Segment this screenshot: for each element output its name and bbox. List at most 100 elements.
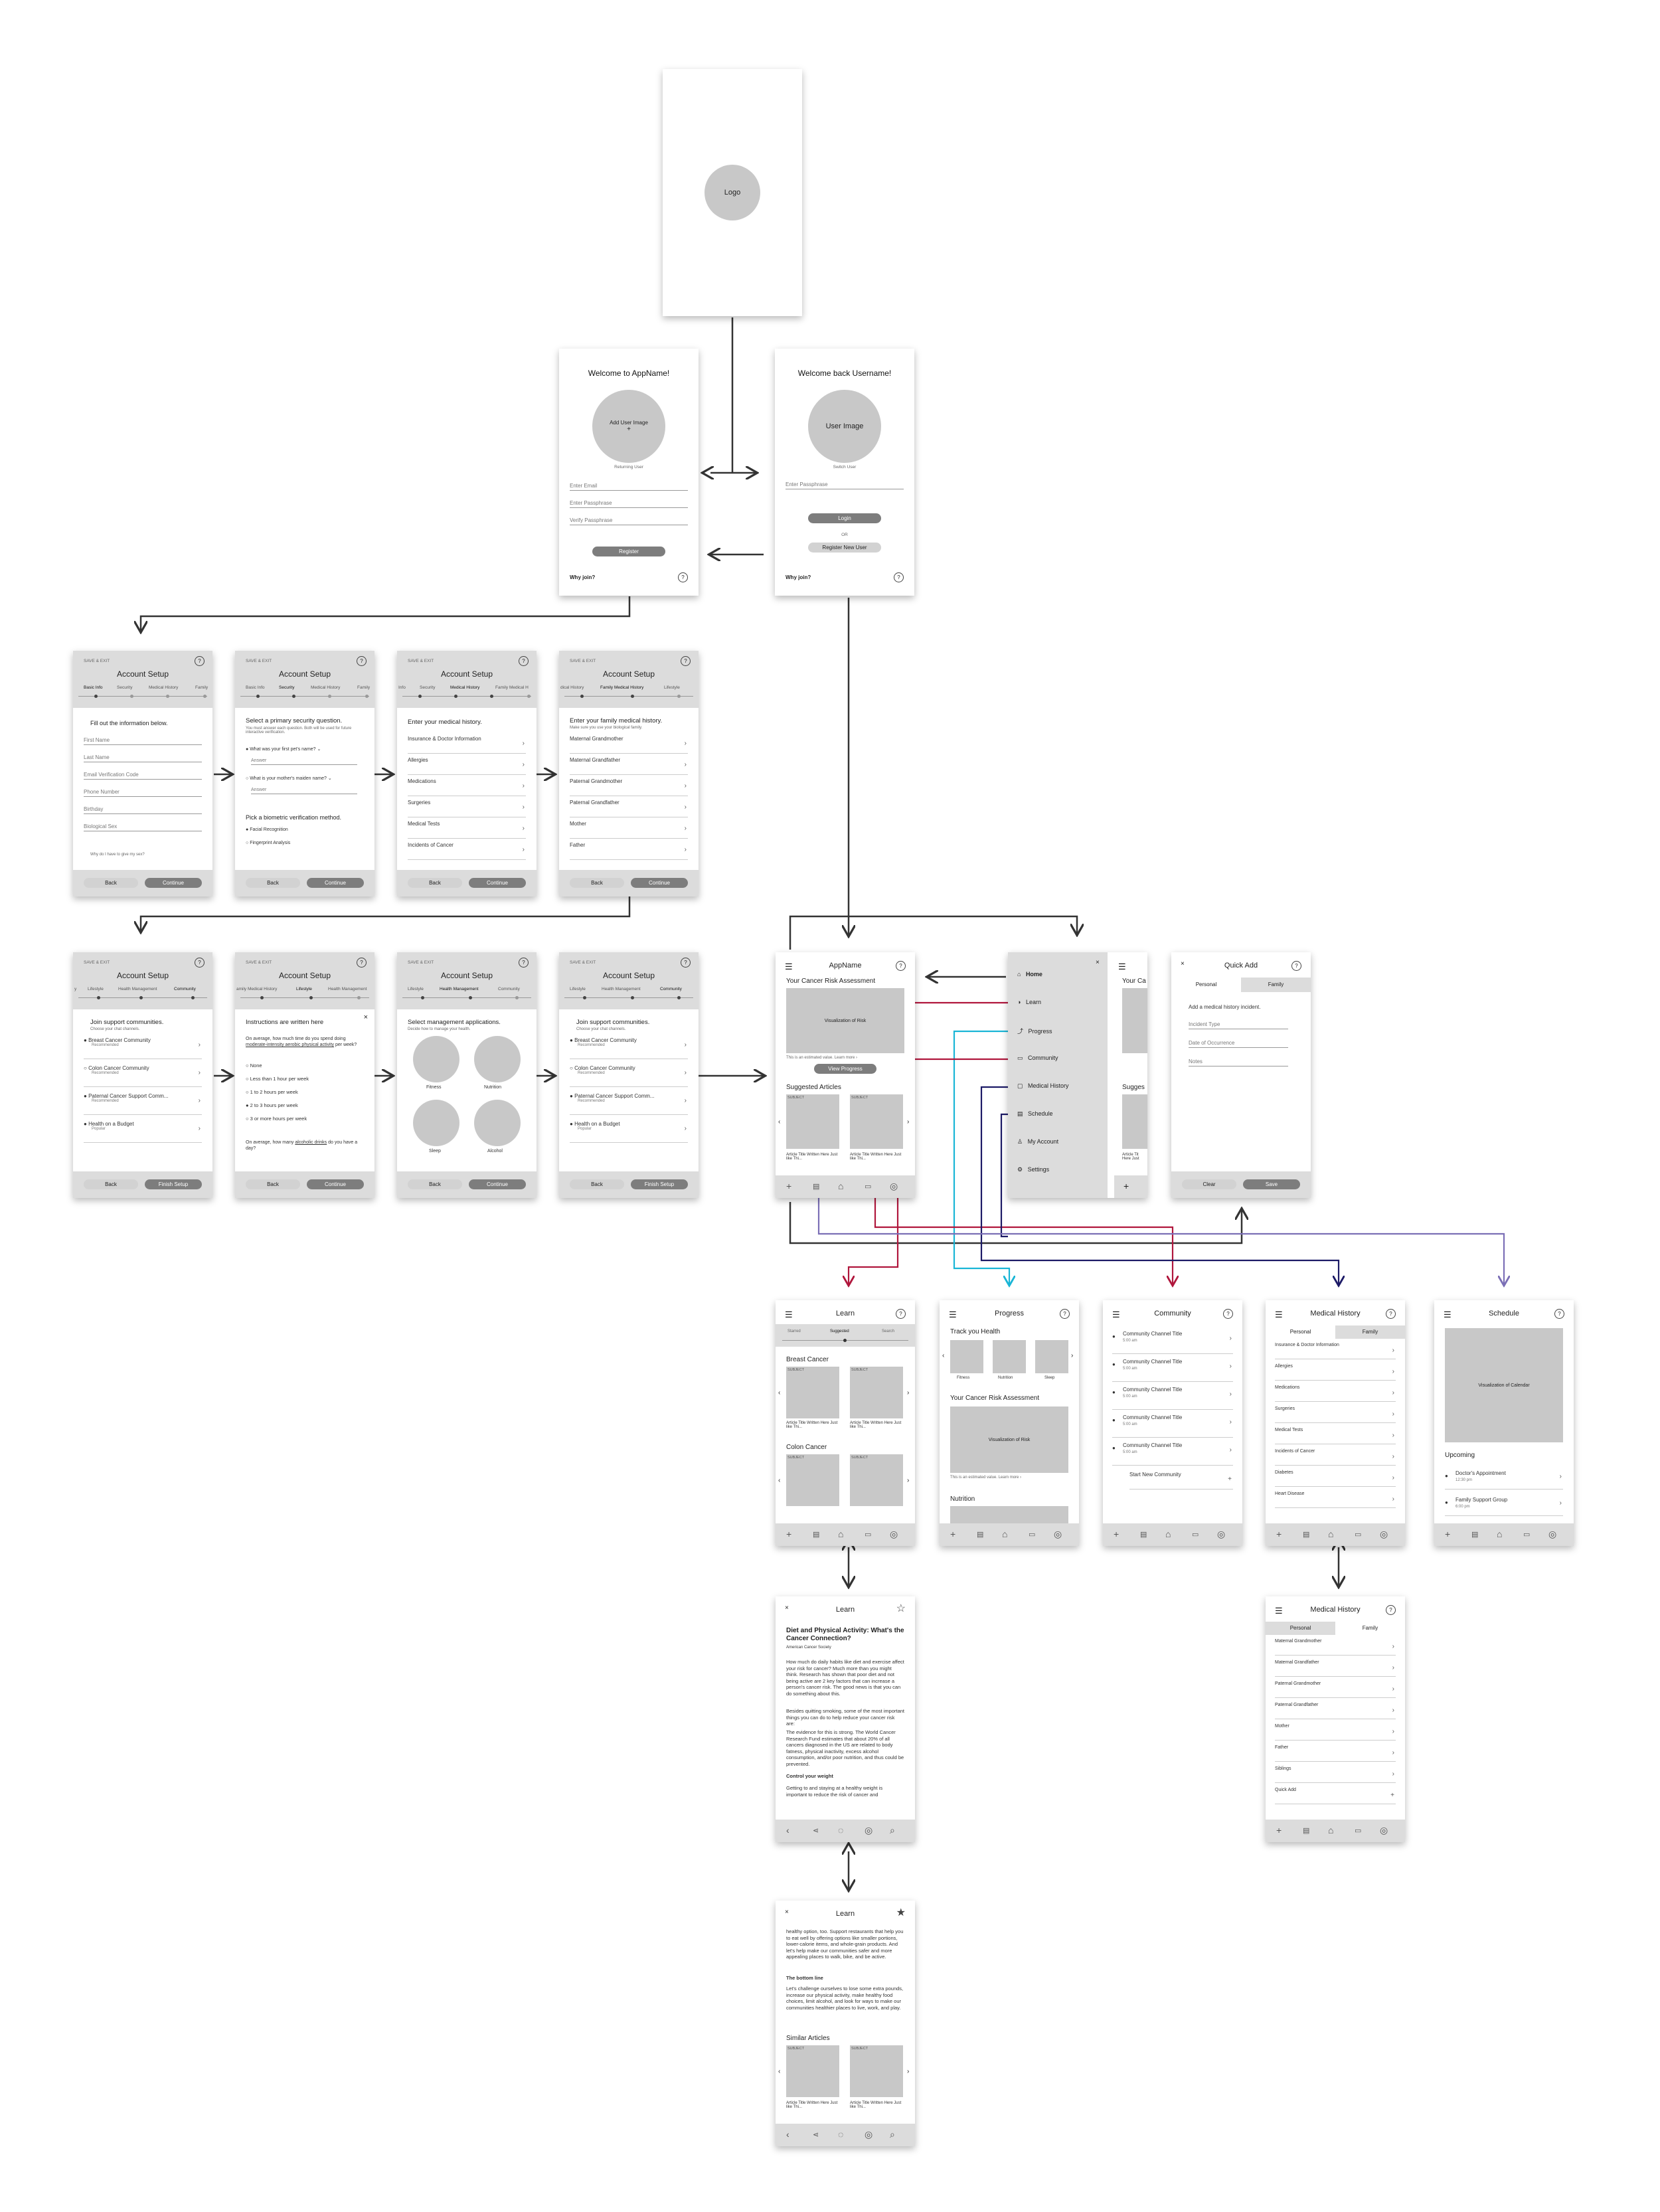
menu-icon[interactable]: ☰: [949, 1310, 957, 1319]
list-item[interactable]: Paternal Grandfather›: [1275, 1703, 1396, 1719]
chat-icon[interactable]: ▭: [1029, 1531, 1036, 1539]
star-outline-icon[interactable]: ☆: [896, 1603, 906, 1614]
tab-lifestyle[interactable]: Lifestyle: [570, 987, 586, 991]
calendar-icon[interactable]: ▤: [813, 1183, 820, 1191]
menu-item-schedule[interactable]: ▤ Schedule: [1017, 1110, 1053, 1117]
fingerprint-radio[interactable]: ○ Fingerprint Analysis: [246, 841, 291, 845]
help-icon[interactable]: ?: [195, 656, 205, 666]
menu-icon[interactable]: ☰: [785, 962, 793, 972]
add-icon[interactable]: +: [1276, 1529, 1282, 1539]
search-icon[interactable]: ⌕: [890, 2129, 895, 2140]
list-item[interactable]: Medications›: [1275, 1385, 1396, 1402]
activity-option[interactable]: ● 2 to 3 hours per week: [246, 1102, 298, 1108]
tab-family[interactable]: Family: [195, 685, 208, 690]
sleep-app-option[interactable]: [413, 1100, 459, 1146]
first-name-field[interactable]: First Name: [84, 736, 202, 745]
chat-icon[interactable]: ◌: [838, 1825, 844, 1835]
tab-family[interactable]: Family: [1335, 1325, 1405, 1339]
back-button[interactable]: Back: [246, 878, 300, 888]
list-item[interactable]: Medications›: [408, 778, 526, 796]
list-item[interactable]: Incidents of Cancer›: [408, 842, 526, 860]
list-item[interactable]: Maternal Grandfather›: [1275, 1660, 1396, 1677]
chat-icon[interactable]: ▭: [1355, 1827, 1362, 1835]
returning-user-link[interactable]: Returning User: [614, 465, 643, 469]
help-icon[interactable]: ?: [896, 1309, 906, 1319]
tab-basic-info[interactable]: Basic Info: [246, 685, 265, 690]
answer-1-field[interactable]: Answer: [251, 757, 357, 765]
list-item[interactable]: Diabetes›: [1275, 1470, 1396, 1487]
list-item[interactable]: Medical Tests›: [1275, 1428, 1396, 1444]
article-title[interactable]: Article Title Written Here Just like Thi…: [786, 2101, 838, 2109]
chevron-right-icon[interactable]: ›: [1071, 1352, 1074, 1359]
list-item[interactable]: Paternal Grandmother›: [570, 778, 688, 796]
close-icon[interactable]: ×: [785, 1604, 789, 1612]
tab-starred[interactable]: Starred: [788, 1329, 801, 1333]
close-icon[interactable]: ×: [1096, 959, 1100, 966]
chevron-left-icon[interactable]: ‹: [778, 2068, 781, 2075]
login-button[interactable]: Login: [808, 513, 881, 523]
home-icon[interactable]: ⌂: [1328, 1529, 1334, 1539]
help-icon[interactable]: ?: [357, 958, 367, 968]
help-icon[interactable]: ?: [678, 572, 688, 582]
chat-icon[interactable]: ▭: [1523, 1531, 1531, 1539]
home-icon[interactable]: ⌂: [838, 1181, 844, 1191]
help-icon[interactable]: ?: [1554, 1309, 1564, 1319]
tab-family-medical[interactable]: amily Medical History: [236, 987, 278, 991]
article-title[interactable]: Article Title Written Here Just like Thi…: [786, 1153, 838, 1161]
menu-item-progress[interactable]: ⤴ Progress: [1017, 1028, 1052, 1035]
security-question-1[interactable]: ● What was your first pet's name? ⌄: [246, 747, 321, 752]
health-icon[interactable]: ◎: [1380, 1529, 1388, 1539]
save-exit-link[interactable]: SAVE & EXIT: [408, 960, 434, 965]
phone-field[interactable]: Phone Number: [84, 788, 202, 797]
list-item[interactable]: Surgeries›: [1275, 1406, 1396, 1423]
continue-button[interactable]: Continue: [469, 1179, 526, 1189]
back-button[interactable]: Back: [408, 1179, 462, 1189]
why-join-link[interactable]: Why join?: [570, 574, 596, 580]
help-icon[interactable]: ?: [519, 656, 529, 666]
menu-icon[interactable]: ☰: [1112, 1310, 1120, 1319]
add-icon[interactable]: +: [786, 1181, 792, 1191]
calendar-icon[interactable]: ▤: [1140, 1531, 1147, 1539]
chevron-right-icon[interactable]: ›: [907, 1118, 910, 1126]
home-icon[interactable]: ⌂: [1328, 1825, 1334, 1835]
article-card[interactable]: SUBJECT: [786, 1367, 839, 1418]
menu-icon[interactable]: ☰: [1118, 962, 1126, 972]
chat-icon[interactable]: ◌: [838, 2129, 844, 2140]
help-icon[interactable]: ?: [1386, 1309, 1396, 1319]
list-item[interactable]: Paternal Grandmother›: [1275, 1681, 1396, 1698]
start-new-community[interactable]: Start New Community+: [1129, 1472, 1233, 1489]
tab-medical-history[interactable]: Medical History: [311, 685, 341, 690]
facial-recognition-radio[interactable]: ● Facial Recognition: [246, 827, 288, 832]
list-item[interactable]: Maternal Grandmother›: [1275, 1639, 1396, 1656]
save-button[interactable]: Save: [1243, 1179, 1300, 1189]
tab-community[interactable]: Community: [174, 987, 196, 991]
save-exit-link[interactable]: SAVE & EXIT: [84, 659, 110, 663]
help-icon[interactable]: ?: [681, 958, 691, 968]
alcohol-info-link[interactable]: alcoholic drinks: [295, 1140, 327, 1145]
article-card[interactable]: SUBJECT: [786, 1094, 839, 1149]
list-item[interactable]: Maternal Grandmother›: [570, 736, 688, 754]
menu-item-my-account[interactable]: ♙ My Account: [1017, 1138, 1059, 1145]
continue-button[interactable]: Continue: [145, 878, 202, 888]
back-button[interactable]: Back: [408, 878, 462, 888]
why-join-link[interactable]: Why join?: [786, 574, 811, 580]
article-title[interactable]: Article Title Written Here Just like Thi…: [850, 2101, 902, 2109]
fitness-app-option[interactable]: [413, 1036, 459, 1082]
register-button[interactable]: Register: [592, 547, 665, 556]
passphrase-field[interactable]: Enter Passphrase: [570, 499, 688, 508]
passphrase-field[interactable]: Enter Passphrase: [786, 480, 904, 489]
finish-setup-button[interactable]: Finish Setup: [631, 1179, 688, 1189]
sleep-tile[interactable]: [1035, 1340, 1068, 1373]
list-item[interactable]: Siblings›: [1275, 1766, 1396, 1783]
activity-option[interactable]: ○ Less than 1 hour per week: [246, 1076, 309, 1082]
list-item[interactable]: Medical Tests›: [408, 821, 526, 839]
back-button[interactable]: Back: [246, 1179, 300, 1189]
security-question-2[interactable]: ○ What is your mother's maiden name? ⌄: [246, 776, 332, 781]
menu-icon[interactable]: ☰: [785, 1310, 793, 1319]
calendar-icon[interactable]: ▤: [1303, 1531, 1310, 1539]
